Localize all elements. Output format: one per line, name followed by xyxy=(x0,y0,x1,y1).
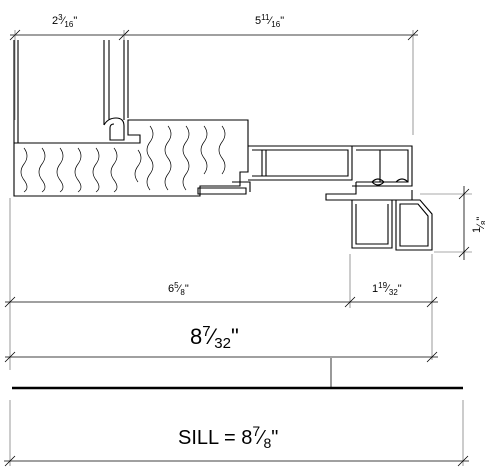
dim-top-right: 511⁄16" xyxy=(255,13,284,29)
dim-top-left: 23⁄16" xyxy=(52,13,77,29)
dim-bottom-left: 65⁄8" xyxy=(168,281,189,297)
wood-sill xyxy=(13,119,249,197)
lower-dimension-lines xyxy=(4,198,438,370)
dim-overall: 87⁄32" xyxy=(190,323,239,352)
frame-extrusion xyxy=(197,145,433,251)
sill-dimension-line xyxy=(4,400,469,467)
door-leaf xyxy=(13,40,129,143)
dim-right-vertical: 1⁄8" xyxy=(471,217,485,233)
dim-bottom-right: 119⁄32" xyxy=(372,281,402,297)
right-vertical-dimension xyxy=(420,186,472,260)
sill-label: SILL = 87⁄8" xyxy=(178,423,278,451)
floor-line xyxy=(12,358,463,390)
top-dimension-line xyxy=(9,29,419,135)
